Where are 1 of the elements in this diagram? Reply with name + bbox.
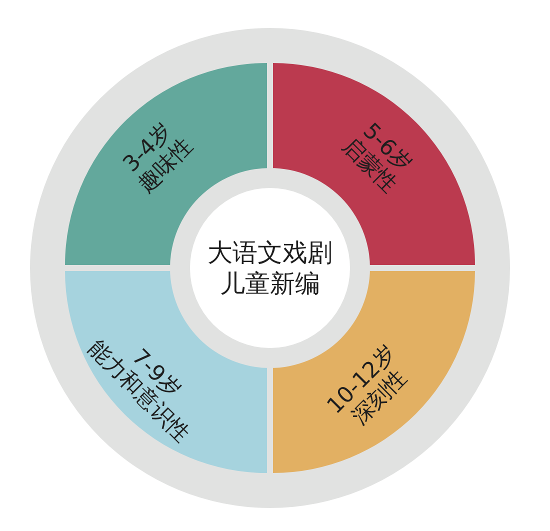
center-title: 大语文戏剧儿童新编 [208, 236, 332, 300]
